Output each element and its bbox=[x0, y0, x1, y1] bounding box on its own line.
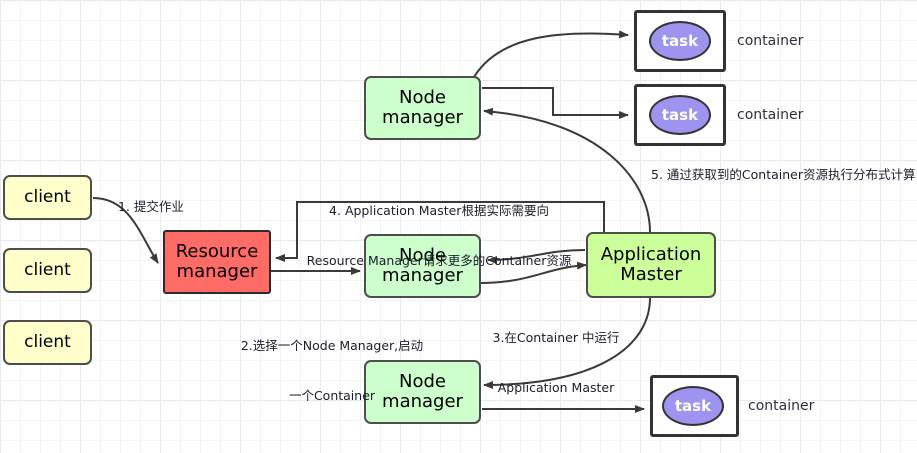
node-manager-middle-line1: Node bbox=[399, 244, 446, 266]
edge-node-manager-top-to-container-middle bbox=[482, 87, 629, 119]
node-manager-middle[interactable]: Node manager bbox=[364, 234, 481, 298]
task-top-label: task bbox=[661, 32, 699, 50]
node-manager-bottom[interactable]: Node manager bbox=[364, 360, 481, 424]
container-middle-caption: container bbox=[737, 107, 804, 123]
node-manager-bottom-line2: manager bbox=[382, 391, 463, 412]
node-client-2[interactable]: client bbox=[3, 248, 92, 293]
edge-label-step-4-line1: 4. Application Master根据实际需要向 bbox=[329, 202, 549, 218]
edge-label-step-3-line2: Application Master bbox=[497, 380, 615, 396]
edge-label-step-1: 1. 提交作业 bbox=[118, 199, 184, 214]
node-resource-manager-line2: manager bbox=[176, 261, 258, 282]
node-resource-manager[interactable]: Resource manager bbox=[163, 230, 271, 294]
node-application-master-line1: Application bbox=[600, 243, 702, 265]
edge-label-step-2-line1: 2.选择一个Node Manager,启动 bbox=[240, 337, 424, 353]
container-bottom-caption: container bbox=[748, 398, 815, 414]
task-middle-label: task bbox=[661, 106, 699, 124]
node-manager-top-line2: manager bbox=[382, 107, 463, 128]
node-manager-top[interactable]: Node manager bbox=[364, 76, 481, 140]
edge-label-step-4: 4. Application Master根据实际需要向 Resource Ma… bbox=[294, 169, 584, 304]
edge-label-step-3: 3.在Container 中运行 Application Master bbox=[478, 296, 634, 431]
edge-application-master-to-node-manager-top bbox=[483, 107, 651, 233]
node-client-3-label: client bbox=[24, 331, 71, 352]
edge-label-step-5: 5. 通过获取到的Container资源执行分布式计算 bbox=[651, 167, 916, 182]
edge-label-step-4-line2: Resource Manager请求更多的Container资源 bbox=[306, 253, 572, 269]
edge-node-manager-top-to-container-top bbox=[473, 30, 629, 78]
task-top[interactable]: task bbox=[649, 21, 711, 61]
task-bottom-label: task bbox=[674, 397, 712, 415]
node-application-master[interactable]: Application Master bbox=[586, 232, 716, 298]
node-client-1[interactable]: client bbox=[3, 175, 92, 220]
edge-application-master-to-node-manager bbox=[487, 249, 586, 264]
edge-application-master-to-node-manager-bottom bbox=[483, 297, 651, 389]
node-client-1-label: client bbox=[24, 186, 71, 207]
task-bottom[interactable]: task bbox=[662, 386, 724, 426]
edge-node-manager-to-application-master bbox=[479, 261, 587, 284]
edge-label-step-2: 2.选择一个Node Manager,启动 一个Container bbox=[232, 304, 432, 439]
edge-application-master-to-resource-manager-request bbox=[275, 201, 605, 262]
edge-label-step-2-line2: 一个Container bbox=[288, 388, 376, 404]
container-top-caption: container bbox=[737, 33, 804, 49]
node-application-master-line2: Master bbox=[620, 264, 682, 285]
node-client-3[interactable]: client bbox=[3, 320, 92, 365]
node-client-2-label: client bbox=[24, 259, 71, 280]
edge-label-step-3-line1: 3.在Container 中运行 bbox=[492, 329, 620, 345]
edge-client-to-resource-manager bbox=[92, 197, 159, 264]
node-manager-middle-line2: manager bbox=[382, 265, 463, 286]
task-middle[interactable]: task bbox=[649, 95, 711, 135]
node-resource-manager-line1: Resource bbox=[175, 240, 259, 262]
node-manager-bottom-line1: Node bbox=[399, 370, 446, 392]
node-manager-top-line1: Node bbox=[399, 86, 446, 108]
